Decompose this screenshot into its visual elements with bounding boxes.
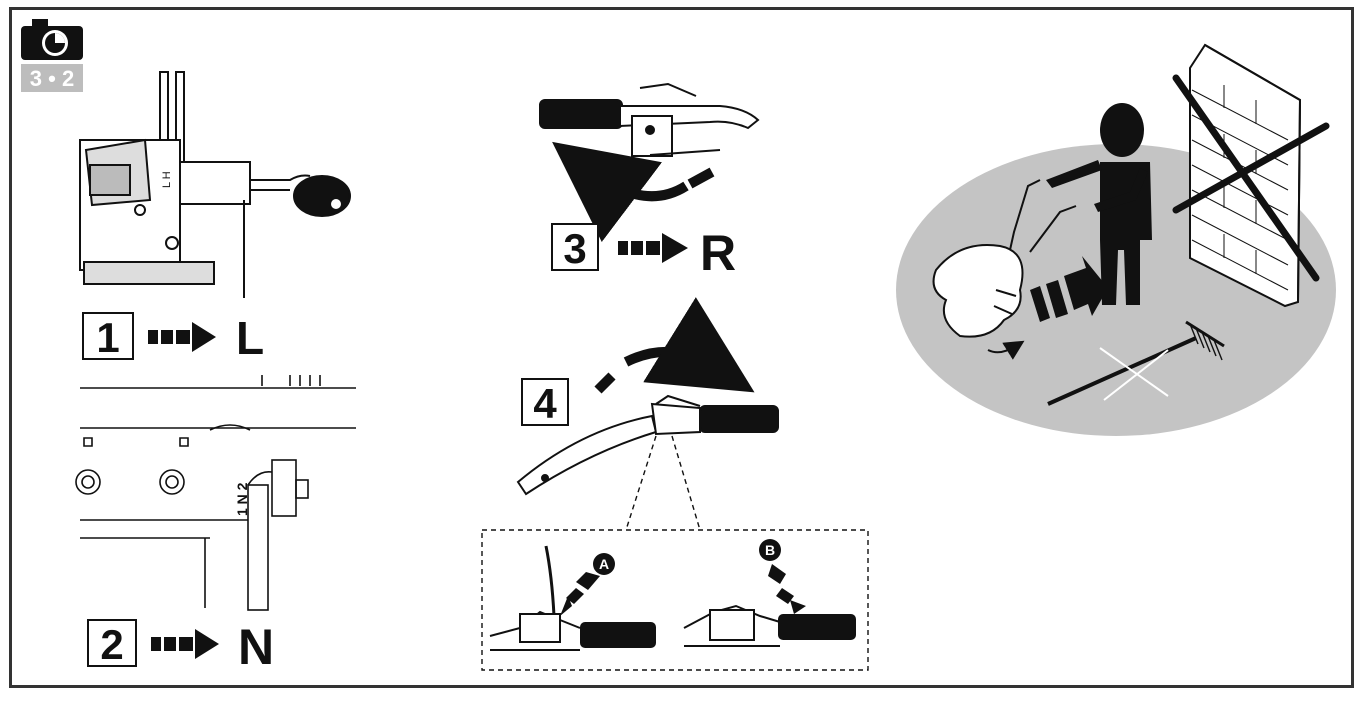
rotate-left-arrow-tail [687, 167, 715, 189]
press-arrow-b-icon [768, 564, 806, 614]
badge-text: 3 • 2 [30, 66, 74, 91]
badge: 3 • 2 [21, 19, 83, 92]
step-3-target: R [700, 225, 736, 281]
prohibited-rake-cross-icon [1099, 347, 1169, 401]
tiller-illustration [932, 179, 1077, 360]
step-1-target: L [236, 312, 264, 364]
rotate-right-arrow-tail [594, 372, 616, 394]
step-2-number: 2 [100, 621, 123, 668]
step-4-number: 4 [533, 380, 557, 427]
rake-illustration [1047, 320, 1225, 406]
rotate-left-arrow-icon [552, 141, 689, 243]
lever-mark-upper: L H [161, 171, 173, 188]
camera-icon [21, 19, 83, 60]
press-arrow-a-icon [560, 572, 600, 616]
detail-a: A [489, 545, 656, 651]
dash-arrow-3-icon [618, 233, 688, 263]
step-3-number: 3 [563, 225, 586, 272]
callout-a-label: A [599, 556, 609, 572]
lever-illustration-2: 1 N 2 [75, 375, 356, 611]
dash-arrow-2-icon [151, 629, 219, 659]
step-1-box [82, 312, 134, 360]
step-1: 1 L [82, 312, 264, 364]
step-1-number: 1 [96, 314, 119, 361]
callout-b-badge [759, 539, 781, 561]
step-4-box [521, 378, 569, 426]
handle-illustration-4 [516, 394, 779, 496]
step-4: 4 [521, 378, 569, 427]
step-2: 2 N [87, 619, 274, 675]
badge-box [21, 64, 83, 92]
detail-b: B [683, 539, 856, 647]
operator-figure [1046, 103, 1152, 305]
prohibited-wall-cross-icon [1172, 74, 1330, 282]
lever-mark-lower: 1 N 2 [234, 482, 250, 516]
callout-b-label: B [765, 542, 775, 558]
lever-illustration-1: L H [79, 71, 351, 298]
detail-callout [481, 435, 869, 671]
forward-arrow-icon [1030, 256, 1108, 322]
step-2-target: N [238, 619, 274, 675]
handle-illustration-3 [539, 82, 760, 157]
step-2-box [87, 619, 137, 667]
rotate-right-arrow-icon [623, 297, 755, 393]
step-3-box [551, 223, 599, 271]
step-3: 3 R [551, 223, 736, 281]
dash-arrow-1-icon [148, 322, 216, 352]
callout-a-badge [593, 553, 615, 575]
